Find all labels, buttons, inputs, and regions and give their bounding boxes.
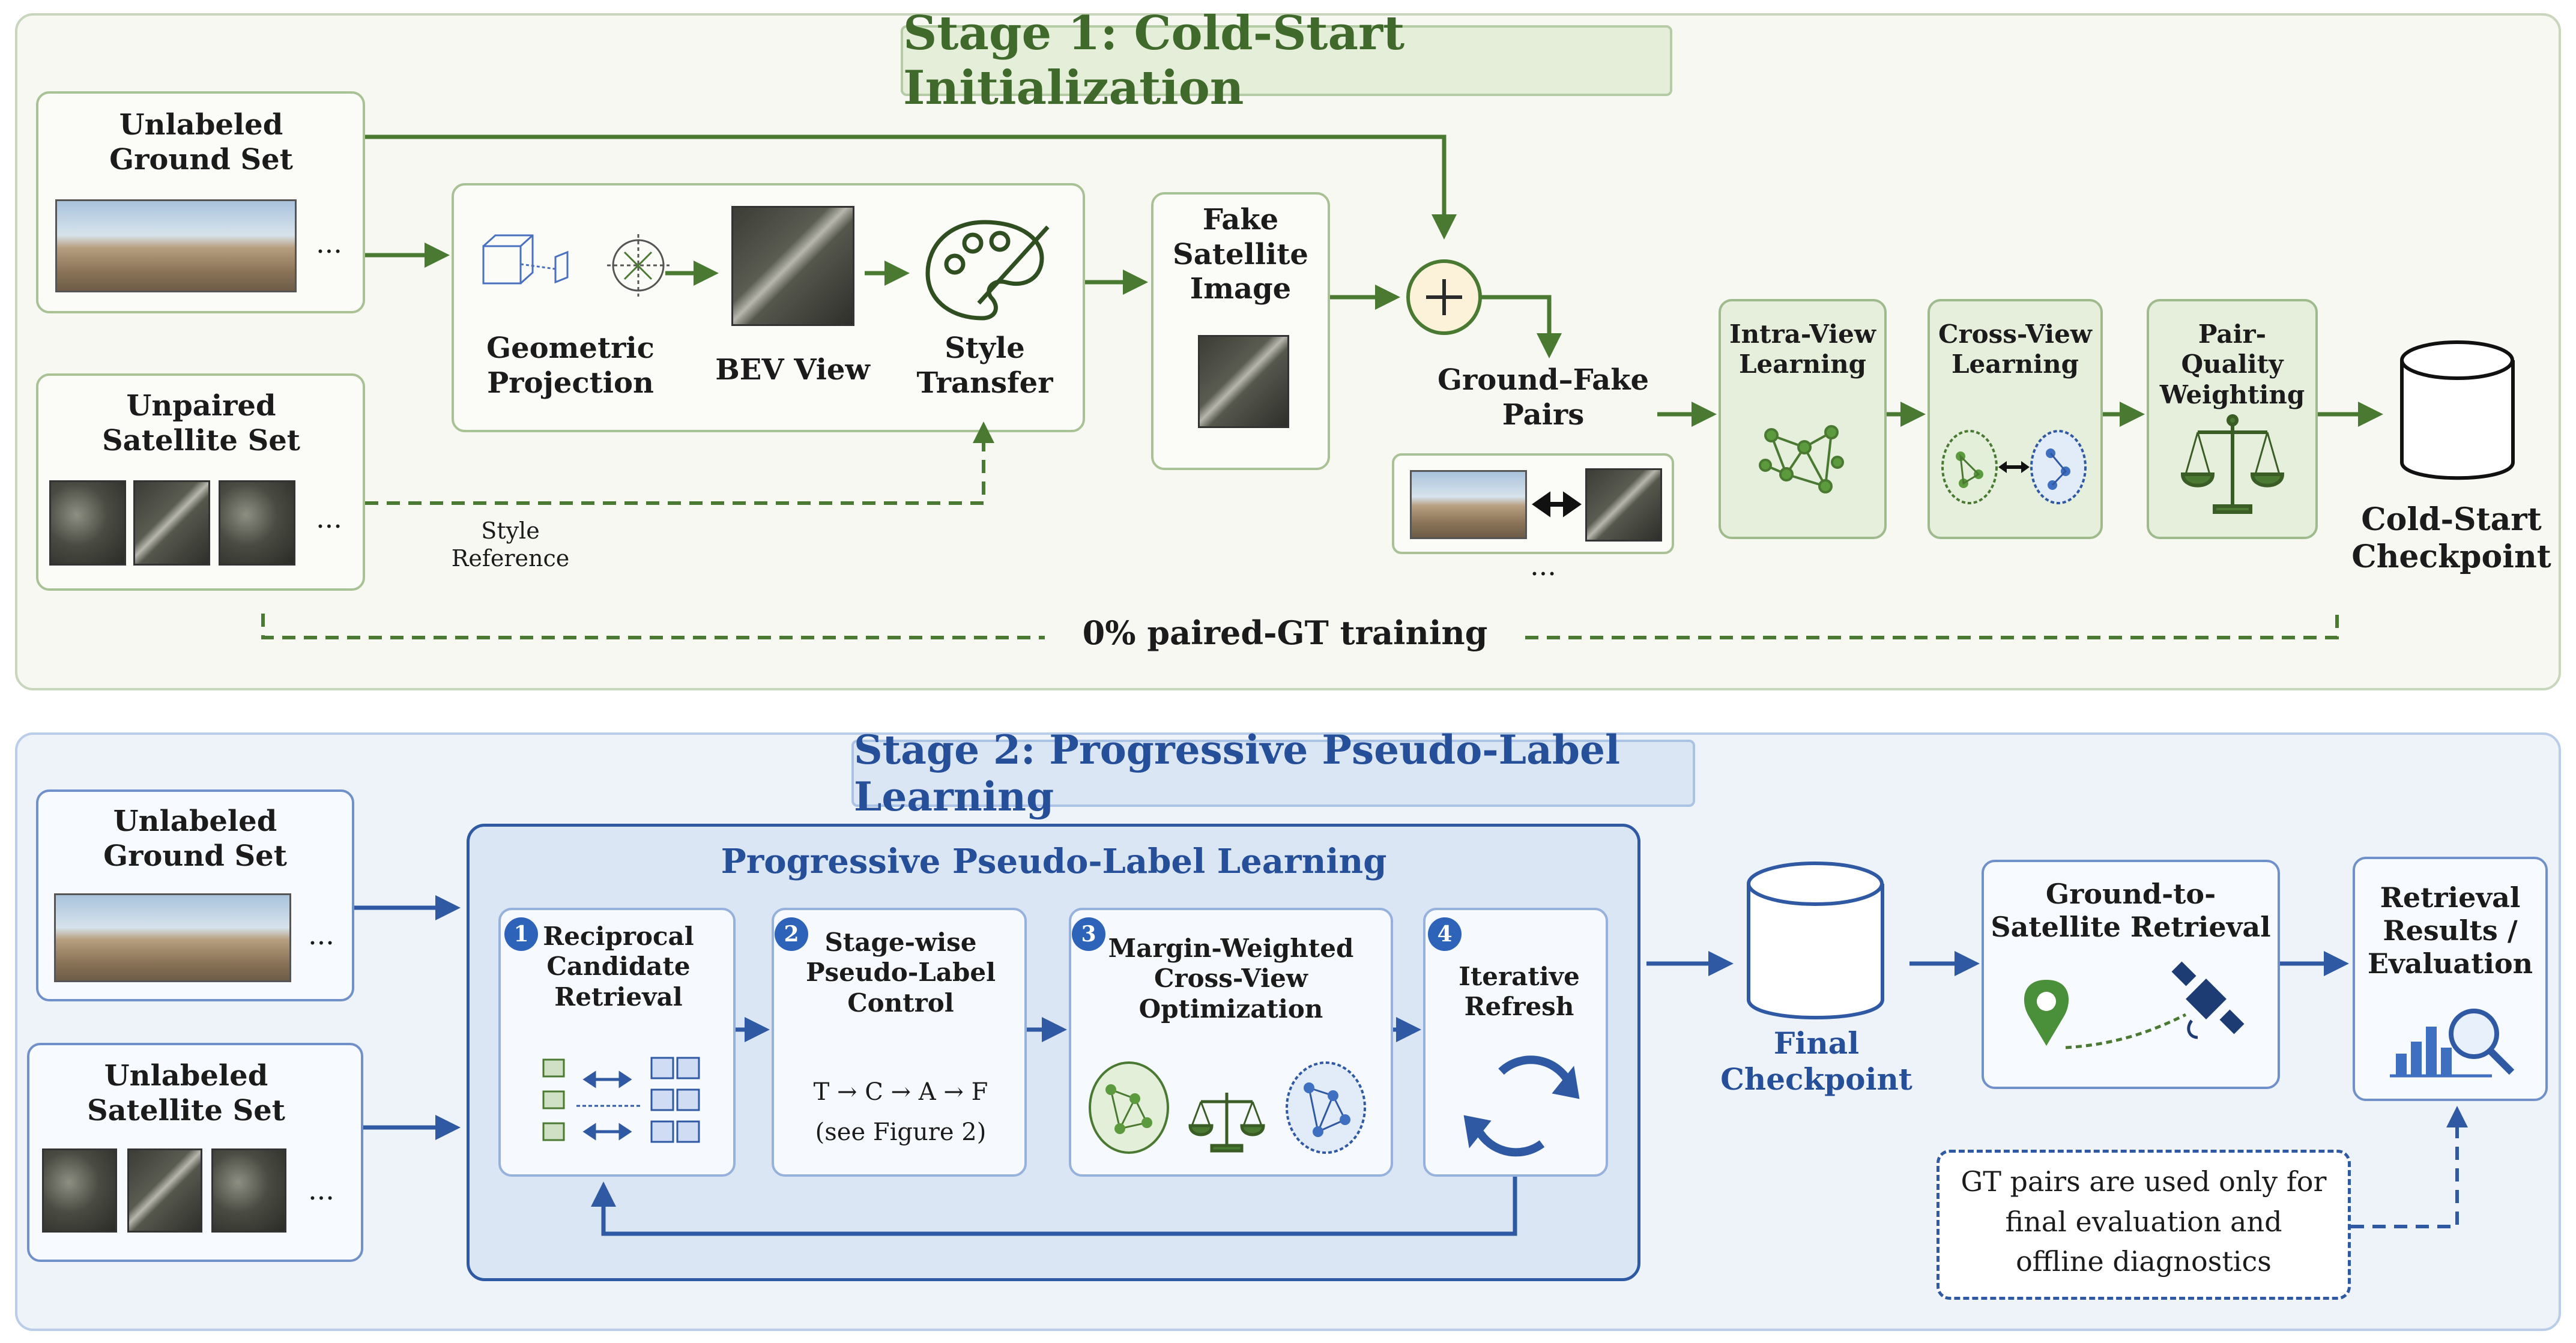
step2-box	[772, 908, 1027, 1177]
g2s-retrieval-box	[1982, 860, 2280, 1089]
s1-ground-panorama-image	[55, 199, 297, 292]
bev-view-image	[731, 206, 854, 326]
step4-label: Iterative Refresh	[1459, 962, 1580, 1022]
s1-satellite-ellipsis: ...	[316, 502, 342, 534]
s2-satellite-thumb-1	[42, 1148, 117, 1233]
fake-satellite-image	[1198, 335, 1289, 428]
stage1-arrows	[365, 134, 2383, 427]
stage1-dashed-arrows	[261, 421, 2339, 639]
pair-fake-satellite-image	[1585, 468, 1662, 542]
ppl-title: Progressive Pseudo-Label Learning	[721, 842, 1387, 881]
s1-ground-set-label: Unlabeled Ground Set	[109, 108, 293, 177]
s2-satellite-thumb-2	[127, 1148, 202, 1233]
final-database-icon	[1747, 862, 1884, 1019]
step1-number-badge: 1	[504, 917, 538, 951]
step2-number-badge: 2	[775, 917, 808, 951]
fake-satellite-label: Fake Satellite Image	[1173, 203, 1308, 306]
intra-view-label: Intra-View Learning	[1729, 319, 1876, 379]
graph-network-icon	[1759, 425, 1844, 493]
intra-view-box	[1719, 299, 1887, 539]
s1-ground-ellipsis: ...	[316, 227, 342, 259]
step4-box	[1423, 908, 1608, 1177]
style-transfer-label: Style Transfer	[916, 331, 1053, 400]
s2-ground-ellipsis: ...	[308, 919, 334, 951]
stage2-arrows	[354, 895, 2349, 1236]
s2-satellite-thumb-3	[211, 1148, 286, 1233]
zero-paired-gt-label: 0% paired-GT training	[1051, 614, 1519, 653]
g2s-retrieval-label: Ground-to-Satellite Retrieval	[1991, 878, 2271, 944]
step4-number-badge: 4	[1428, 917, 1462, 951]
step2-figure-ref: (see Figure 2)	[815, 1118, 987, 1146]
s2-satellite-set-label: Unlabeled Satellite Set	[87, 1059, 285, 1127]
ground-fake-pairs-label: Ground–Fake Pairs	[1437, 363, 1649, 432]
step1-label: Reciprocal Candidate Retrieval	[543, 922, 694, 1012]
balance-scale-icon	[2180, 414, 2285, 514]
s1-satellite-set-label: Unpaired Satellite Set	[102, 389, 300, 457]
gt-note-text: GT pairs are used only for final evaluat…	[1961, 1165, 2327, 1278]
bev-view-label: BEV View	[715, 353, 870, 387]
pin-satellite-link	[2065, 1013, 2187, 1049]
final-checkpoint-label: Final Checkpoint	[1720, 1025, 1912, 1097]
step3-balance-scale-icon	[1188, 1093, 1265, 1153]
database-icon	[2400, 340, 2515, 480]
double-arrow-icon	[1532, 491, 1582, 518]
stage2-dashed-arrow	[2351, 1106, 2468, 1228]
style-reference-label: Style Reference	[451, 518, 570, 572]
cold-start-checkpoint-label: Cold-Start Checkpoint	[2351, 501, 2551, 576]
cross-view-label: Cross-View Learning	[1938, 319, 2092, 379]
pair-ellipsis: ...	[1530, 549, 1556, 582]
step3-label: Margin-Weighted Cross-View Optimization	[1108, 934, 1354, 1024]
s1-satellite-thumb-1	[49, 480, 126, 566]
bar-chart-magnifier-icon	[2390, 1009, 2515, 1078]
s2-satellite-ellipsis: ...	[308, 1174, 334, 1206]
map-pin-icon	[2024, 980, 2069, 1046]
list-grid-icon	[542, 1057, 700, 1143]
step2-sequence: T → C → A → F	[813, 1078, 988, 1106]
satellite-icon	[2171, 961, 2245, 1039]
s1-satellite-thumb-3	[219, 480, 295, 566]
s2-ground-panorama-image	[54, 893, 291, 982]
step3-number-badge: 3	[1072, 917, 1105, 951]
s1-satellite-thumb-2	[133, 480, 210, 566]
results-label: Retrieval Results / Evaluation	[2367, 881, 2533, 980]
cube-projection-icon	[482, 234, 569, 285]
s2-ground-set-label: Unlabeled Ground Set	[103, 804, 287, 873]
gt-note-box	[1937, 1150, 2351, 1300]
geometric-projection-label: Geometric Projection	[486, 331, 655, 400]
pair-ground-image	[1410, 470, 1527, 539]
margin-cluster-icons	[1089, 1061, 1366, 1154]
refresh-icon	[1463, 1055, 1580, 1157]
palette-icon	[925, 220, 1050, 321]
plus-circle-icon	[1406, 259, 1482, 335]
pair-quality-label: Pair-Quality Weighting	[2159, 319, 2305, 409]
compass-icon	[607, 234, 670, 297]
step2-label: Stage-wise Pseudo-Label Control	[805, 928, 996, 1018]
cluster-pair-icon	[1941, 430, 2087, 504]
